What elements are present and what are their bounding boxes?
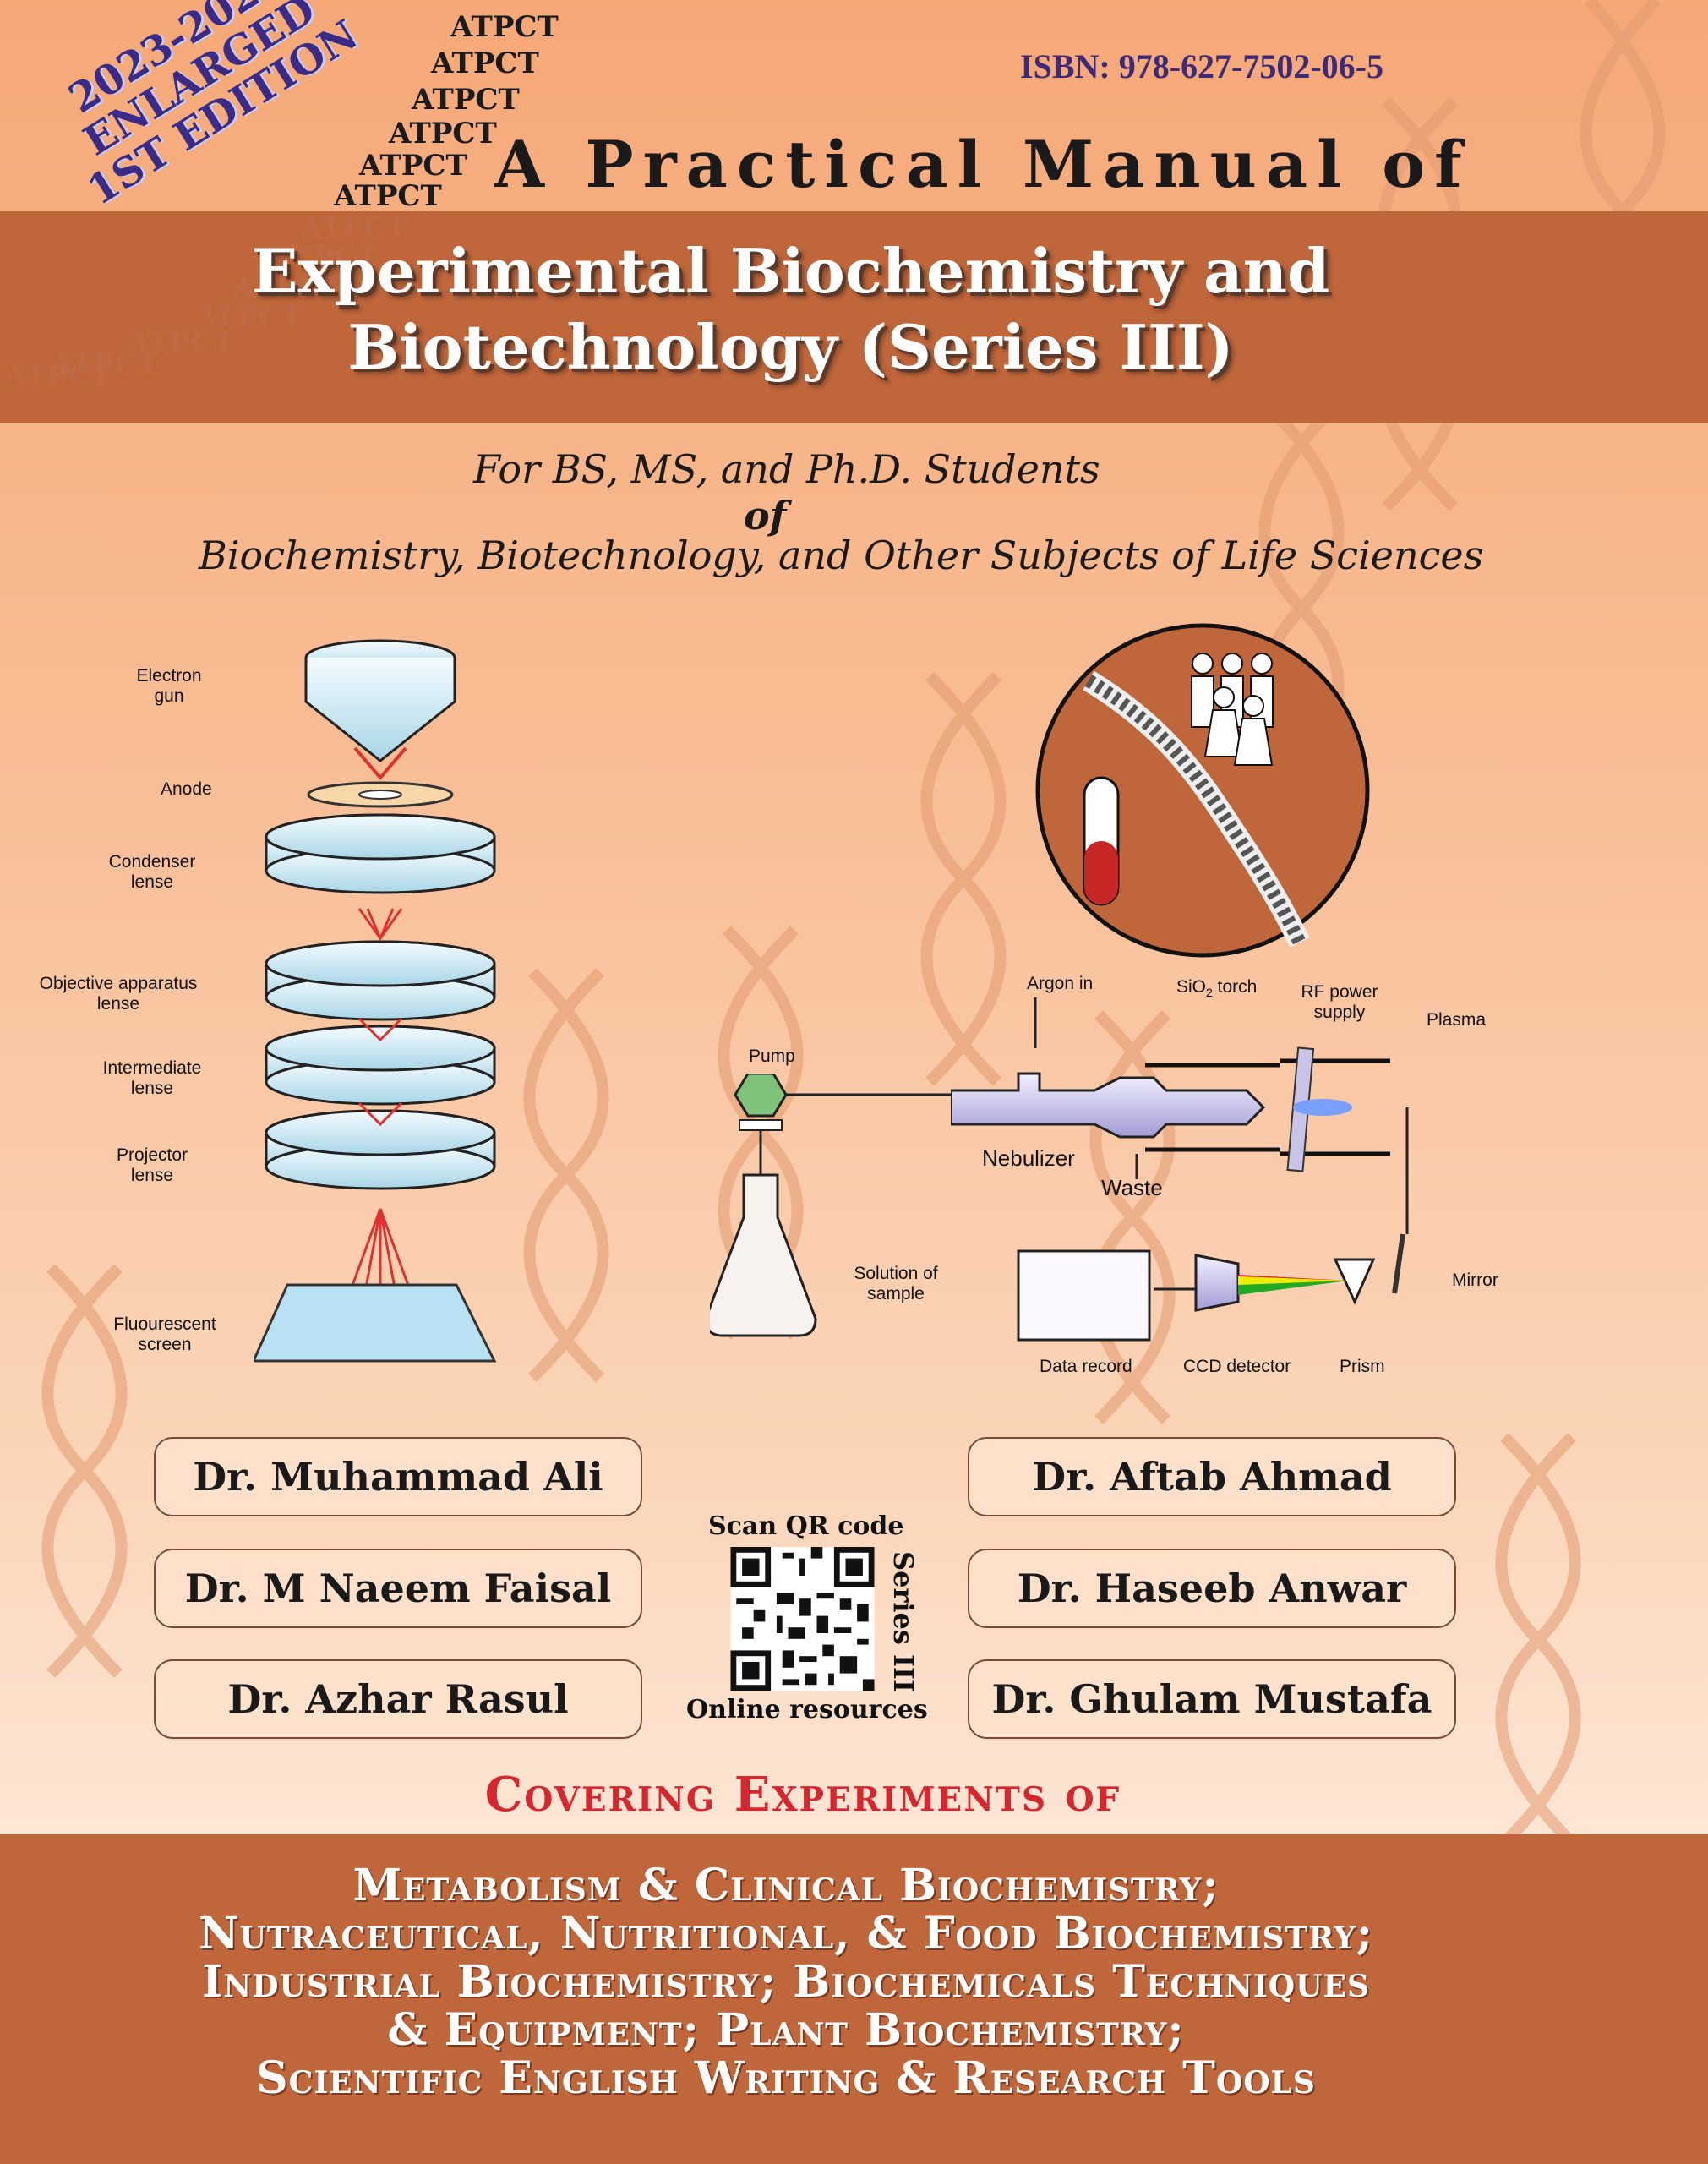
dna-population-illustration (1035, 623, 1370, 958)
label-data-record: Data record (1040, 1357, 1132, 1376)
label-sio2-torch: SiO2 torch (1176, 977, 1258, 1000)
label-fluorescent-screen: Fluourescent screen (113, 1314, 216, 1354)
author-name: Dr. Haseeb Anwar (968, 1549, 1456, 1628)
watermark-text: ATPCT (232, 270, 341, 304)
topic-line: Scientific English Writing & Research To… (256, 2052, 1316, 2104)
topic-line: Nutraceutical, Nutritional, & Food Bioch… (198, 1908, 1374, 1959)
label-mirror: Mirror (1452, 1271, 1498, 1290)
audience-line: For BS, MS, and Ph.D. Students (473, 446, 1100, 492)
label-electron-gun: Electron gun (136, 666, 202, 706)
topic-line: Industrial Biochemistry; Biochemicals Te… (202, 1956, 1370, 2008)
label-anode: Anode (161, 779, 212, 799)
author-name: Dr. Aftab Ahmad (968, 1437, 1456, 1516)
label-projector: Projector lense (116, 1145, 188, 1185)
watermark-text: ATPCT (431, 46, 539, 80)
label-objective: Objective apparatus lense (39, 974, 198, 1014)
label-condenser: Condenser lense (108, 852, 196, 892)
qr-series-label: Series III (887, 1551, 919, 1692)
book-title-line-1: Experimental Biochemistry and (251, 235, 1330, 307)
label-prism: Prism (1340, 1357, 1385, 1376)
watermark-text: ATPCT (270, 241, 379, 275)
pump-flask-diagram (710, 1074, 951, 1337)
author-name: Dr. Ghulam Mustafa (968, 1659, 1456, 1739)
watermark-text: ATPCT (359, 149, 467, 183)
watermark-text: ATPCT (334, 179, 442, 213)
watermark-text: ATPCT (389, 117, 497, 150)
label-argon-in: Argon in (1027, 974, 1094, 993)
book-title-line-2: Biotechnology (Series III) (347, 311, 1234, 383)
qr-online-resources: Online resources (686, 1695, 928, 1724)
qr-scan-label: Scan QR code (708, 1511, 904, 1541)
label-intermediate: Intermediate lense (102, 1058, 202, 1098)
electron-microscope-diagram (254, 639, 497, 1363)
author-name: Dr. M Naeem Faisal (154, 1549, 642, 1628)
watermark-text: ATPCT (51, 347, 159, 380)
label-rf-power-supply: RF power supply (1301, 982, 1378, 1022)
watermark-text: ATPCT (127, 325, 235, 359)
topic-line: & Equipment; Plant Biochemistry; (387, 2004, 1185, 2056)
watermark-text: ATPCT (412, 83, 520, 117)
qr-code[interactable] (728, 1547, 876, 1691)
label-solution-of-sample: Solution of sample (854, 1264, 938, 1303)
title-prefix: A Practical Manual of (494, 127, 1471, 202)
topics-band (0, 1834, 1708, 2164)
icp-torch-diagram (951, 997, 1409, 1342)
topic-line: Metabolism & Clinical Biochemistry; (352, 1860, 1220, 1911)
audience-subjects: Biochemistry, Biotechnology, and Other S… (199, 533, 1484, 578)
covering-heading: Covering Experiments of (484, 1767, 1121, 1822)
watermark-text: ATPCT (450, 10, 559, 44)
label-nebulizer: Nebulizer (982, 1145, 1075, 1171)
label-ccd-detector: CCD detector (1183, 1357, 1291, 1376)
label-waste: Waste (1101, 1175, 1163, 1200)
author-name: Dr. Azhar Rasul (154, 1659, 642, 1739)
title-band (0, 211, 1708, 423)
watermark-text: ATPCT (194, 300, 303, 334)
watermark-text: ATPCT (4, 359, 112, 393)
label-pump: Pump (749, 1046, 795, 1066)
audience-of: of (744, 493, 787, 538)
label-plasma: Plasma (1427, 1010, 1487, 1030)
isbn-number: ISBN: 978-627-7502-06-5 (1020, 47, 1383, 85)
author-name: Dr. Muhammad Ali (154, 1437, 642, 1516)
watermark-text: ATPCT (300, 211, 408, 245)
